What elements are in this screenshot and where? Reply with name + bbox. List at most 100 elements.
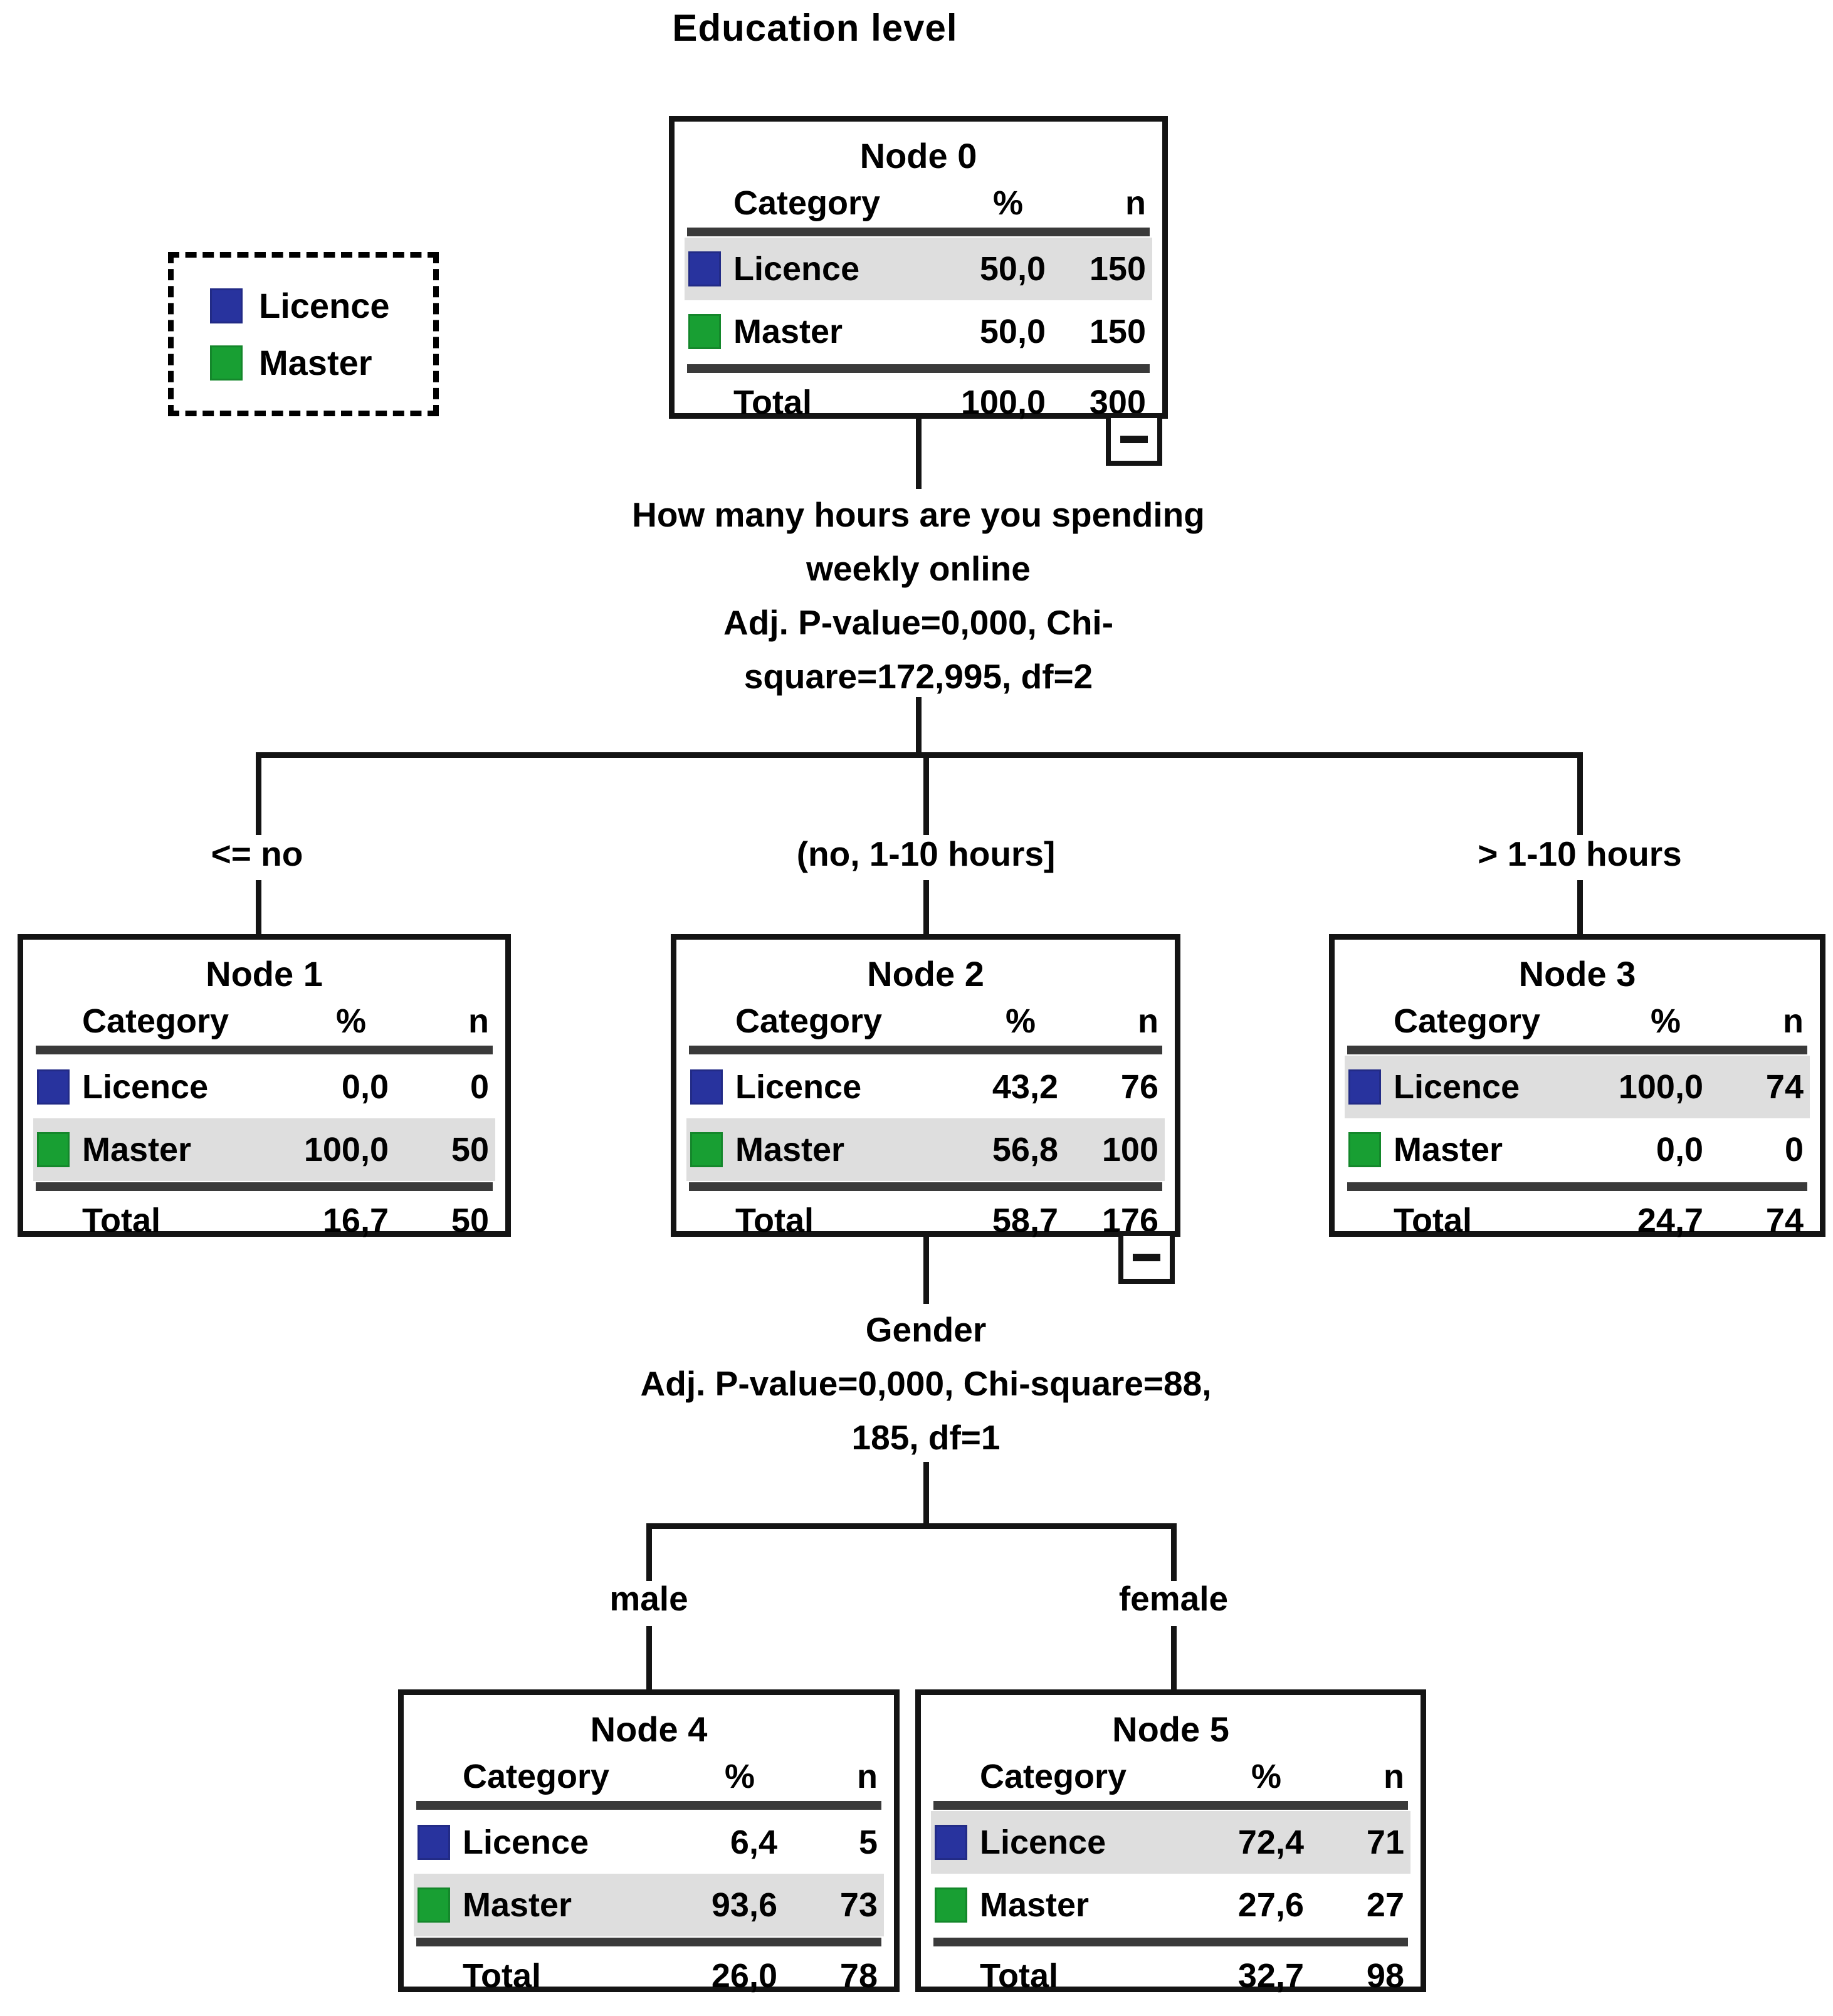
master-color-chip [210, 345, 243, 381]
n-value: 27 [1366, 1886, 1404, 1924]
node-0-row-master: Master 50,0 150 [685, 300, 1152, 363]
n-value: 0 [470, 1068, 489, 1106]
node-2-row-licence: Licence 43,2 76 [686, 1056, 1165, 1118]
percent-value: 56,8 [992, 1131, 1058, 1168]
n-value: 5 [858, 1824, 878, 1861]
split-1-line-3: Adj. P-value=0,000, Chi- [723, 603, 1114, 642]
header-n: n [1125, 184, 1146, 222]
connector-split1-down [916, 697, 922, 758]
connector-branch-male-a [646, 1523, 652, 1581]
node-5-box: Node 5 Category % n Licence 72,4 71 Mast… [915, 1689, 1426, 1995]
category-label: Master [733, 313, 843, 350]
total-label: Total [1394, 1202, 1472, 1239]
percent-value: 43,2 [992, 1068, 1058, 1106]
node-3-title: Node 3 [1518, 954, 1636, 994]
percent-value: 0,0 [1656, 1131, 1703, 1168]
header-n: n [1384, 1758, 1404, 1795]
node-2-title: Node 2 [867, 954, 984, 994]
total-percent: 24,7 [1637, 1202, 1703, 1239]
connector-branch-right-a [1577, 752, 1583, 835]
node-2-header-row: Category % n [686, 998, 1165, 1044]
licence-color-chip [690, 1069, 723, 1105]
legend: Licence Master [168, 252, 439, 416]
node-4-total-row: Total 26,0 78 [414, 1948, 884, 2004]
master-color-chip [1348, 1132, 1381, 1167]
node-3-row-master: Master 0,0 0 [1345, 1118, 1810, 1181]
page-title: Education level [672, 7, 958, 49]
node-5-row-licence: Licence 72,4 71 [931, 1811, 1410, 1874]
percent-value: 100,0 [303, 1131, 389, 1168]
category-label: Master [82, 1131, 192, 1168]
node-4-header-row: Category % n [414, 1753, 884, 1800]
header-category: Category [735, 1002, 883, 1040]
master-color-chip [935, 1887, 967, 1923]
divider [1347, 1182, 1807, 1191]
total-label: Total [733, 384, 812, 421]
split-2-line-1: Gender [865, 1310, 987, 1349]
header-category: Category [980, 1758, 1127, 1795]
header-percent: % [724, 1758, 755, 1795]
licence-color-chip [688, 251, 721, 286]
split-2-line-2: Adj. P-value=0,000, Chi-square=88, [640, 1364, 1212, 1403]
legend-label: Licence [259, 286, 390, 325]
divider [416, 1801, 881, 1810]
split-1-line-2: weekly online [806, 549, 1031, 588]
divider [36, 1182, 493, 1191]
node-2-collapse-button[interactable] [1118, 1231, 1175, 1284]
minus-icon [1133, 1254, 1160, 1261]
category-label: Licence [1394, 1068, 1520, 1106]
n-value: 76 [1120, 1068, 1158, 1106]
header-percent: % [1005, 1002, 1036, 1040]
divider [687, 228, 1150, 236]
minus-icon [1120, 436, 1148, 443]
node-2-box: Node 2 Category % n Licence 43,2 76 Mast… [671, 934, 1180, 1239]
node-0-box: Node 0 Category % n Licence 50,0 150 Mas… [669, 116, 1168, 421]
licence-color-chip [37, 1069, 70, 1105]
legend-item-licence: Licence [210, 285, 433, 326]
header-category: Category [463, 1758, 610, 1795]
percent-value: 72,4 [1237, 1824, 1304, 1861]
n-value: 150 [1089, 250, 1146, 288]
licence-color-chip [418, 1825, 450, 1860]
category-label: Licence [733, 250, 860, 288]
node-0-total-row: Total 100,0 300 [685, 374, 1152, 431]
node-1-row-master: Master 100,0 50 [33, 1118, 495, 1181]
category-label: Licence [980, 1824, 1106, 1861]
node-1-row-licence: Licence 0,0 0 [33, 1056, 495, 1118]
split-1-line-1: How many hours are you spending [632, 495, 1205, 534]
branch-label-over-1-10-hours: > 1-10 hours [1478, 834, 1682, 873]
master-color-chip [690, 1132, 723, 1167]
master-color-chip [418, 1887, 450, 1923]
header-category: Category [733, 184, 881, 222]
licence-color-chip [210, 288, 243, 323]
node-1-title: Node 1 [206, 954, 323, 994]
node-1-header-row: Category % n [33, 998, 495, 1044]
category-label: Licence [735, 1068, 862, 1106]
total-n: 50 [451, 1202, 489, 1239]
total-percent: 26,0 [711, 1957, 777, 1995]
node-2-row-master: Master 56,8 100 [686, 1118, 1165, 1181]
branch-label-male: male [609, 1579, 688, 1618]
node-0-title: Node 0 [859, 136, 977, 176]
connector-branch-female-b [1171, 1626, 1177, 1689]
node-1-total-row: Total 16,7 50 [33, 1192, 495, 1249]
total-percent: 32,7 [1237, 1957, 1304, 1995]
connector-branch-mid-b [923, 880, 929, 934]
header-category: Category [82, 1002, 229, 1040]
branch-label-female: female [1118, 1579, 1229, 1618]
node-5-header-row: Category % n [931, 1753, 1410, 1800]
percent-value: 0,0 [341, 1068, 389, 1106]
divider [416, 1938, 881, 1946]
total-n: 78 [839, 1957, 878, 1995]
header-percent: % [1650, 1002, 1681, 1040]
node-0-collapse-button[interactable] [1106, 413, 1162, 466]
divider [933, 1801, 1408, 1810]
total-n: 74 [1765, 1202, 1804, 1239]
total-percent: 16,7 [322, 1202, 389, 1239]
total-label: Total [735, 1202, 814, 1239]
n-value: 0 [1784, 1131, 1804, 1168]
connector-node0-down [916, 419, 922, 489]
percent-value: 27,6 [1237, 1886, 1304, 1924]
branch-label-1-10-hours: (no, 1-10 hours] [796, 834, 1056, 873]
category-label: Licence [82, 1068, 209, 1106]
